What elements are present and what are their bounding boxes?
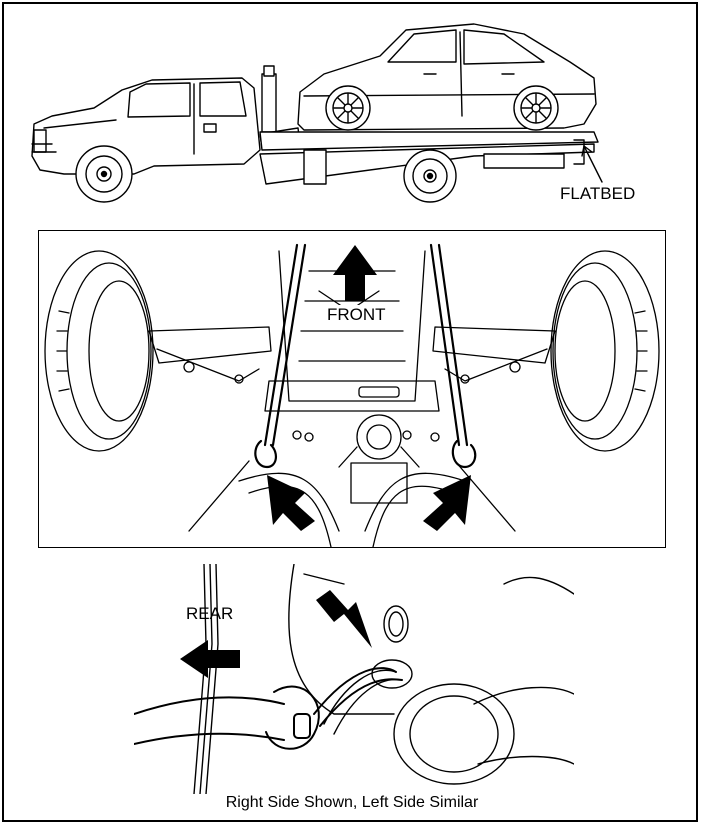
tie-down-point-arrows: [267, 475, 471, 531]
truck-front-wheel: [75, 145, 133, 203]
front-label: FRONT: [325, 305, 388, 325]
mounting-bolts: [292, 430, 440, 442]
hook-location-arrow: [316, 590, 372, 648]
underside-view-panel: FRONT: [38, 230, 666, 548]
truck-cab: [31, 77, 261, 175]
suspension-arms: [148, 326, 556, 384]
rear-label: REAR: [186, 604, 234, 623]
exhaust-pipes: [188, 460, 516, 547]
frame-rail: [193, 564, 409, 794]
hook-detail-panel: [134, 564, 574, 794]
right-attachment-arrow: [423, 475, 471, 531]
tie-down-straps: [254, 243, 477, 469]
car-front-wheel: [325, 85, 371, 131]
truck-rear-wheel: [403, 149, 457, 203]
figure-caption: Right Side Shown, Left Side Similar: [225, 794, 479, 811]
right-tire: [550, 250, 660, 452]
flatbed-label: FLATBED: [560, 184, 636, 203]
flatbed-deck: [259, 131, 599, 185]
differential: [338, 414, 420, 504]
left-tire: [44, 250, 154, 452]
suspension-component: [393, 576, 574, 785]
left-attachment-arrow: [267, 475, 315, 531]
flatbed-truck-illustration: FLATBED: [4, 4, 700, 224]
car-rear-wheel: [513, 85, 559, 131]
rear-direction-arrow: [180, 640, 240, 678]
flatbed-leader-line: [583, 145, 603, 183]
front-direction-arrow: [333, 245, 377, 301]
tie-down-strap-and-hook: [134, 667, 403, 750]
